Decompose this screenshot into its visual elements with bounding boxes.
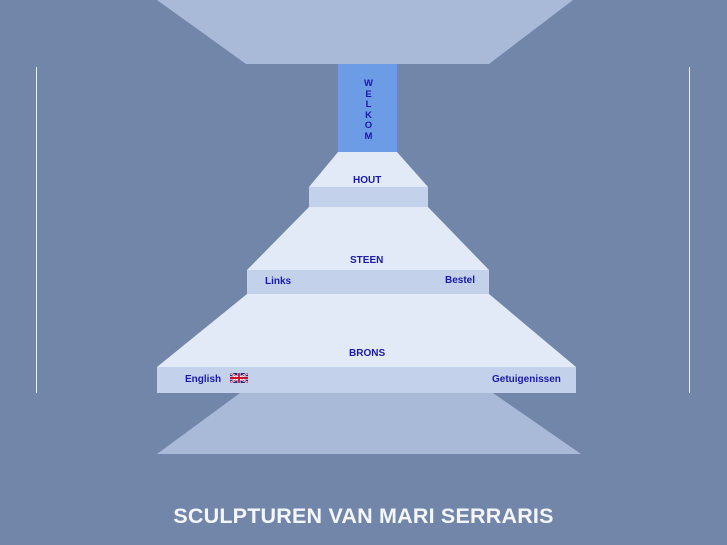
welkom-letter: K bbox=[365, 109, 372, 121]
nav-hout[interactable]: HOUT bbox=[353, 175, 382, 186]
welkom-letter: L bbox=[365, 99, 372, 110]
top-funnel bbox=[157, 0, 573, 64]
welkom-column bbox=[338, 64, 397, 152]
welkom-letter: O bbox=[364, 120, 373, 131]
hout-tier-top bbox=[309, 152, 428, 187]
welkom-letter: M bbox=[364, 130, 373, 142]
welkom-letter: W bbox=[364, 78, 373, 89]
brons-tier-top bbox=[157, 294, 576, 367]
left-divider-line bbox=[36, 67, 37, 393]
brons-tier-front bbox=[157, 367, 576, 393]
nav-steen[interactable]: STEEN bbox=[350, 255, 384, 266]
welkom-letter: E bbox=[365, 88, 372, 100]
steen-tier-front bbox=[247, 270, 489, 294]
steen-tier-top bbox=[247, 207, 489, 270]
nav-brons[interactable]: BRONS bbox=[349, 348, 386, 359]
hout-tier-front bbox=[309, 187, 428, 207]
nav-getuigenissen[interactable]: Getuigenissen bbox=[492, 374, 561, 385]
right-divider-line bbox=[689, 67, 690, 393]
nav-english[interactable]: English bbox=[185, 374, 222, 385]
bottom-funnel bbox=[157, 393, 581, 454]
site-title: SCULPTUREN VAN MARI SERRARIS bbox=[173, 504, 554, 528]
nav-welkom[interactable]: W E L K O M bbox=[338, 65, 396, 152]
uk-flag-icon[interactable] bbox=[230, 373, 248, 383]
nav-bestel[interactable]: Bestel bbox=[445, 275, 476, 286]
nav-links[interactable]: Links bbox=[265, 276, 292, 287]
